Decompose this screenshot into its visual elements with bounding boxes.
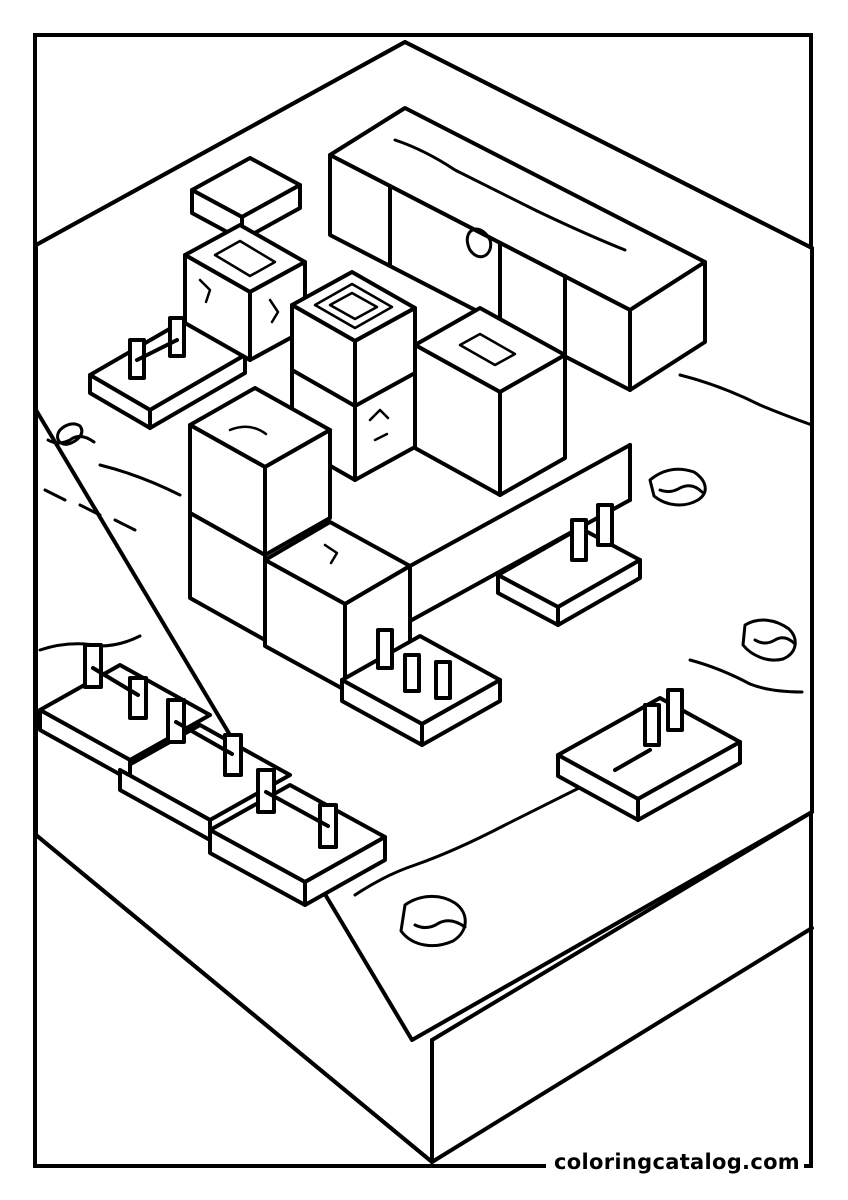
grass-patches — [38, 373, 814, 948]
site-watermark: coloringcatalog.com — [546, 1150, 804, 1174]
right-post-platform — [496, 503, 642, 627]
far-right-platform — [556, 688, 742, 822]
right-pillar — [413, 306, 567, 497]
left-back-platform — [88, 316, 247, 430]
front-left-platform-row — [38, 643, 387, 907]
right-low-wall — [408, 443, 632, 623]
front-post-platform — [340, 628, 502, 747]
back-long-block — [328, 106, 707, 392]
front-center-cube — [263, 520, 412, 692]
